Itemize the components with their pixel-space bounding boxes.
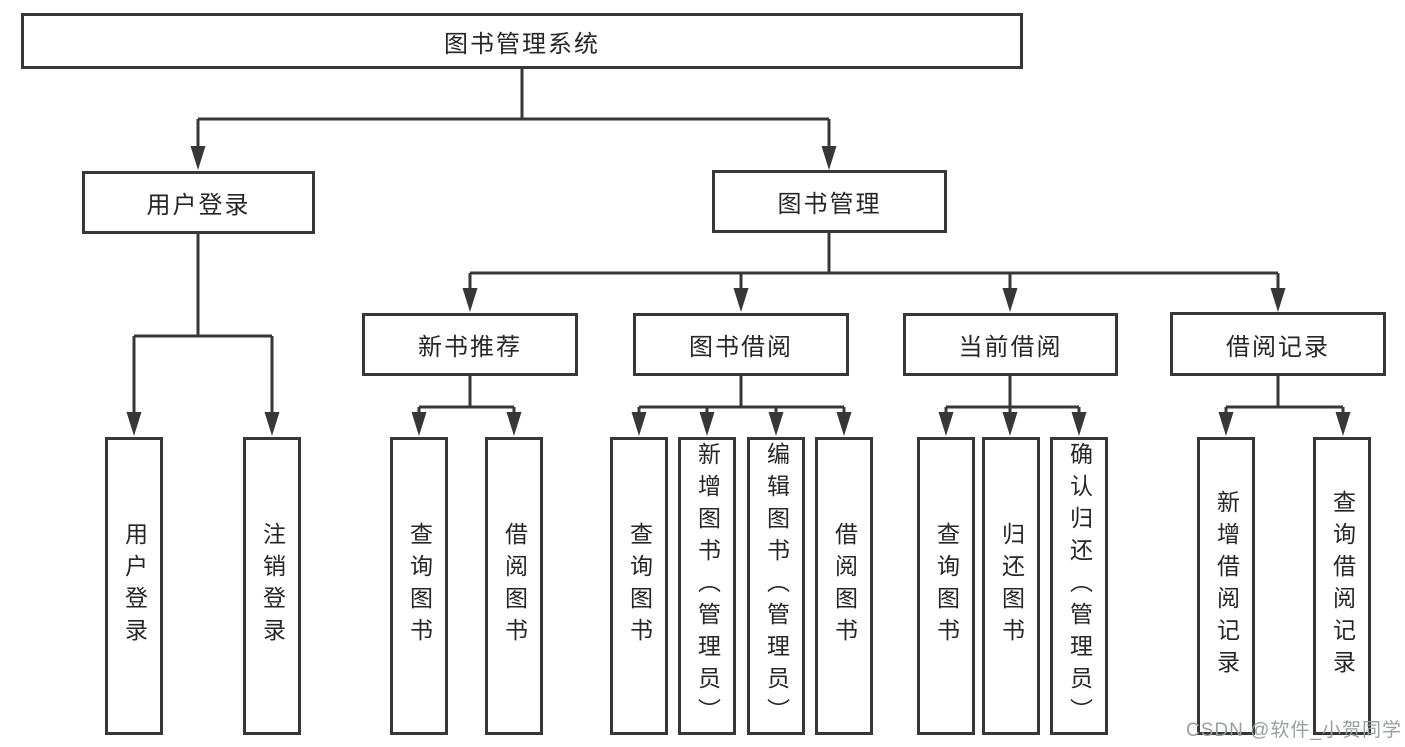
leaf-edit-books-admin: 编辑图书（管理员）: [747, 437, 805, 735]
leaf-add-books-admin: 新增图书（管理员）: [678, 437, 736, 735]
connector-user-login-to-leaves: [126, 234, 280, 436]
leaf-add-borrow-record: 新增借阅记录: [1197, 437, 1255, 735]
node-label: 用户登录: [146, 192, 251, 219]
node-label: 查询借阅记录: [1329, 490, 1356, 682]
node-label: 查询图书: [933, 522, 960, 650]
arrowhead: [699, 412, 715, 436]
leaf-confirm-return-admin: 确认归还（管理员）: [1050, 437, 1108, 735]
node-label: 新增图书（管理员）: [694, 442, 721, 730]
arrowhead: [821, 146, 837, 170]
arrowhead: [462, 288, 478, 312]
arrowhead: [264, 412, 280, 436]
node-label: 注销登录: [259, 522, 286, 650]
leaf-borrow-books: 借阅图书: [815, 437, 873, 735]
arrowhead: [733, 288, 749, 312]
arrowhead: [1335, 412, 1351, 436]
arrowhead: [126, 412, 142, 436]
node-label: 借阅记录: [1226, 333, 1330, 361]
leaf-return-books: 归还图书: [982, 437, 1040, 735]
connector-borrow-records-to-leaves: [1218, 375, 1351, 436]
node-label: 确认归还（管理员）: [1066, 442, 1093, 730]
node-label: 借阅图书: [501, 522, 528, 650]
node-label: 用户登录: [121, 522, 148, 650]
connector-root-to-modules: [190, 69, 837, 170]
arrowhead: [768, 412, 784, 436]
node-borrow-records: 借阅记录: [1170, 312, 1386, 376]
arrowhead: [1270, 288, 1286, 312]
node-label: 图书管理: [777, 191, 882, 218]
csdn-watermark: CSDN @软件_小贺同学: [1186, 720, 1402, 741]
leaf-query-books-borrow: 查询图书: [610, 437, 668, 735]
arrowhead: [1002, 288, 1018, 312]
node-user-login: 用户登录: [82, 171, 315, 234]
arrowhead: [1002, 412, 1018, 436]
connector-new-books-to-leaves: [411, 376, 522, 436]
arrowhead: [1071, 412, 1087, 436]
node-label: 当前借阅: [958, 334, 1063, 361]
connector-book-borrow-to-leaves: [631, 376, 852, 436]
arrowhead: [411, 412, 427, 436]
arrowhead: [506, 412, 522, 436]
arrowhead: [631, 412, 647, 436]
leaf-borrow-books-recommend: 借阅图书: [485, 437, 543, 735]
leaf-query-books-current: 查询图书: [917, 437, 975, 735]
node-library-system: 图书管理系统: [21, 13, 1023, 69]
leaf-logout: 注销登录: [243, 437, 301, 735]
node-current-borrow: 当前借阅: [903, 313, 1118, 376]
node-label: 编辑图书（管理员）: [763, 442, 790, 730]
node-book-borrow: 图书借阅: [633, 313, 849, 376]
node-new-book-recommend: 新书推荐: [362, 313, 578, 376]
leaf-query-books-recommend: 查询图书: [390, 437, 448, 735]
connector-current-borrow-to-leaves: [938, 376, 1087, 436]
leaf-query-borrow-record: 查询借阅记录: [1313, 437, 1371, 735]
arrowhead: [1218, 412, 1234, 436]
node-label: 归还图书: [998, 522, 1025, 650]
arrowhead: [938, 412, 954, 436]
leaf-user-login: 用户登录: [105, 437, 163, 735]
node-label: 新书推荐: [418, 334, 522, 361]
node-label: 查询图书: [406, 522, 433, 650]
node-book-management: 图书管理: [712, 170, 947, 233]
node-label: 查询图书: [626, 522, 653, 650]
node-label: 新增借阅记录: [1213, 490, 1240, 682]
connector-book-mgmt-to-submodules: [462, 233, 1286, 312]
arrowhead: [190, 146, 206, 170]
node-label: 图书管理系统: [444, 30, 600, 58]
arrowhead: [836, 412, 852, 436]
node-label: 图书借阅: [689, 334, 793, 361]
node-label: 借阅图书: [831, 522, 858, 650]
